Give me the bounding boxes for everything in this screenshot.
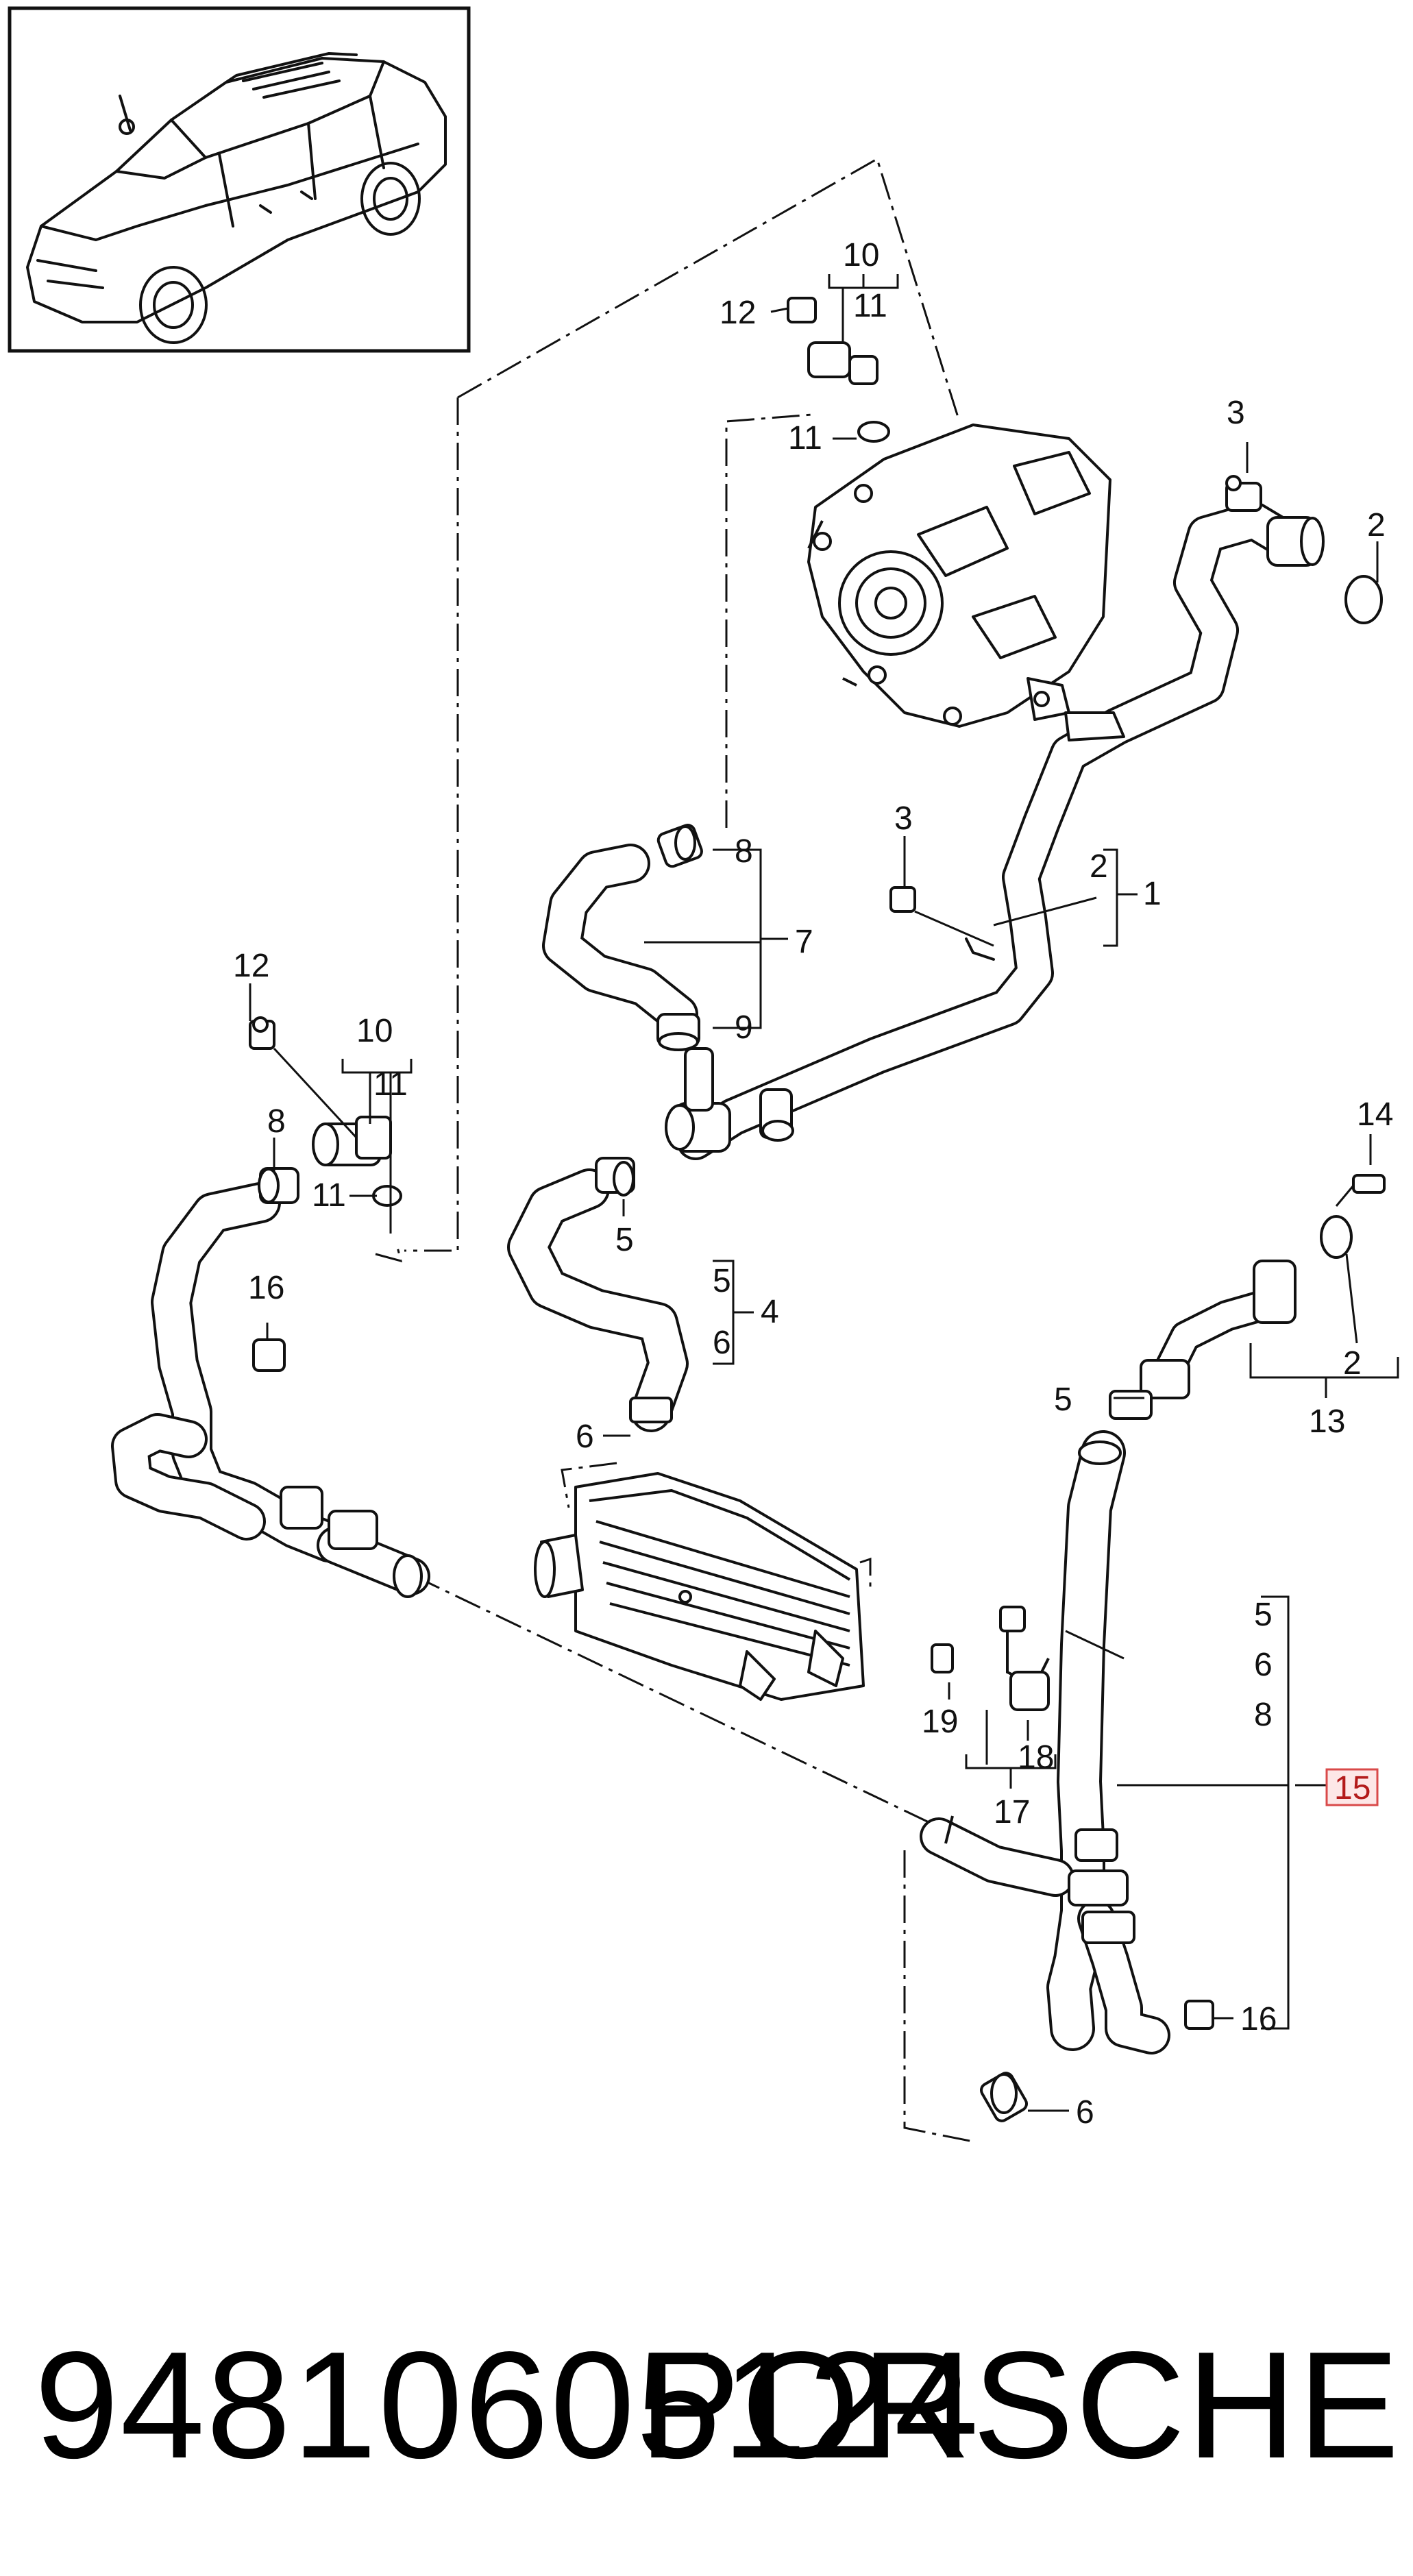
callout-19: 19: [922, 1704, 958, 1740]
reference-lines: [375, 157, 974, 2143]
callout-18: 18: [1018, 1739, 1054, 1776]
vehicle-inset: [8, 6, 471, 353]
callout-6: 6: [1254, 1647, 1273, 1683]
callout-5: 5: [1254, 1597, 1273, 1633]
callout-4: 4: [761, 1294, 779, 1330]
part-number: 94810605124: [34, 2320, 981, 2490]
callout-17: 17: [994, 1794, 1030, 1830]
callout-13: 13: [1309, 1403, 1345, 1440]
inset-frame: [8, 6, 471, 353]
callout-5: 5: [1054, 1382, 1072, 1418]
callout-12: 12: [233, 948, 269, 984]
pipe-end-fitting: [1225, 475, 1383, 624]
pipe-13: [1149, 1286, 1290, 1393]
footer: 94810605124 PORSCHE: [0, 2316, 1413, 2494]
callout-1: 1: [1143, 876, 1162, 912]
callout-14: 14: [1357, 1096, 1393, 1133]
callout-2: 2: [1090, 848, 1108, 885]
callout-11: 11: [853, 288, 887, 324]
callout-16: 16: [248, 1270, 284, 1306]
callout-3: 3: [894, 800, 913, 837]
callout-10: 10: [356, 1013, 393, 1049]
callout-8: 8: [735, 833, 753, 870]
brand-name: PORSCHE: [639, 2320, 1401, 2490]
callout-6: 6: [576, 1419, 594, 1455]
callout-6: 6: [1076, 2094, 1094, 2131]
callout-8: 8: [267, 1103, 286, 1140]
callout-7: 7: [795, 924, 813, 960]
callout-16: 16: [1240, 2001, 1277, 2037]
hose-7: [542, 844, 698, 1034]
callout-3: 3: [1227, 395, 1245, 431]
callout-12: 12: [720, 295, 756, 331]
alternator: [807, 424, 1111, 728]
callout-labels: 10 11 12 11 3 2 3 2 1 8 7 9 12 10 11 8 1…: [233, 237, 1393, 2131]
callout-15-highlight: [1325, 1768, 1379, 1806]
hose-left: [111, 1182, 430, 1595]
callout-11: 11: [788, 420, 822, 456]
callout-2: 2: [1343, 1345, 1362, 1382]
hose-left-fittings: [249, 1016, 423, 1598]
callout-2: 2: [1367, 507, 1386, 543]
callout-5: 5: [713, 1263, 731, 1299]
callout-10: 10: [843, 237, 879, 273]
leader-lines: [249, 274, 1399, 2112]
callout-15: 15: [1334, 1770, 1371, 1806]
hose-4: [507, 1168, 689, 1432]
oil-cooler: [534, 1472, 865, 1701]
callout-11: 11: [312, 1177, 346, 1214]
callout-5: 5: [615, 1222, 634, 1258]
callout-9: 9: [735, 1009, 753, 1046]
coolant-t-connector: [665, 1047, 794, 1153]
parts-diagram: 10 11 12 11 3 2 3 2 1 8 7 9 12 10 11 8 1…: [8, 6, 1399, 2143]
callout-8: 8: [1254, 1697, 1273, 1733]
hose-15-fittings: [931, 1440, 1214, 2122]
callout-6: 6: [713, 1325, 731, 1361]
coolant-pipe-main: [676, 502, 1307, 1160]
fasteners: [787, 297, 916, 913]
hose-clamps-4: [595, 1157, 673, 1423]
callout-11: 11: [373, 1066, 408, 1103]
vehicle-overview-icon: [26, 52, 447, 344]
hose-clamps-7: [656, 824, 703, 1051]
